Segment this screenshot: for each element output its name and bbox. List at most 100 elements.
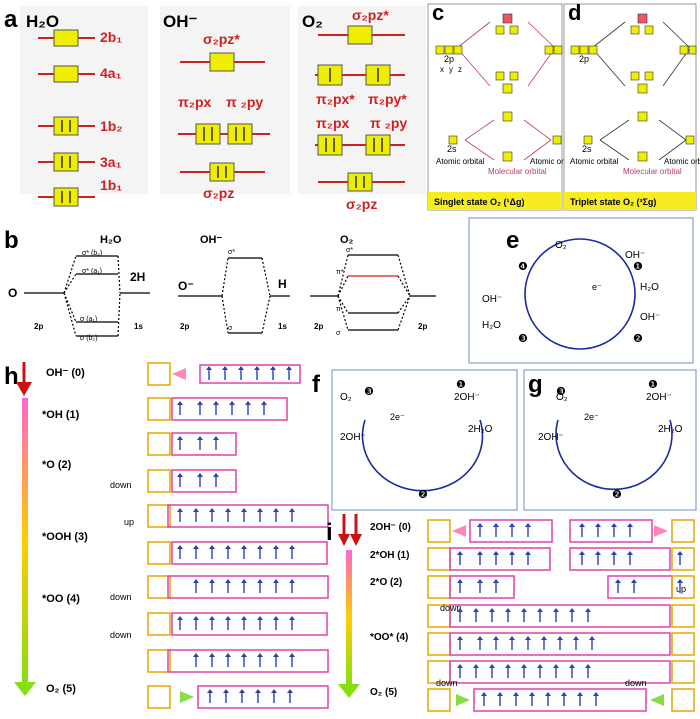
a-h2o-electrons <box>61 120 71 203</box>
spin-arrowhead <box>505 608 511 612</box>
f-two-oh-left: 2OH⁻ <box>340 432 366 443</box>
c-molecular: Molecular orbital <box>488 167 547 176</box>
d-molecular: Molecular orbital <box>623 167 682 176</box>
c-atomic-right: Atomic orbital <box>530 157 579 166</box>
c-z: z <box>458 65 462 74</box>
spin-arrowhead <box>177 508 183 512</box>
spin-arrowhead <box>677 579 683 583</box>
b-o2-sigma: σ <box>336 330 341 337</box>
spin-arrowhead <box>209 616 215 620</box>
f-step-3: ❸ <box>364 386 374 398</box>
e-frame <box>468 217 694 364</box>
a-o2-pistar-right: π₂py* <box>368 91 407 107</box>
spin-arrowhead <box>225 616 231 620</box>
spin-arrowhead <box>553 608 559 612</box>
e-oh-left: OH⁻ <box>482 294 502 305</box>
b-2p-o2-right: 2p <box>418 322 427 331</box>
c-y: y <box>449 65 453 74</box>
b-o2-pistar: π* <box>336 269 344 276</box>
g-cycle <box>555 419 673 491</box>
spin-arrowhead <box>225 545 231 549</box>
spin-arrowhead <box>241 653 247 657</box>
spin-arrowhead <box>493 551 499 555</box>
spin-arrowhead <box>209 653 215 657</box>
spin-arrowhead <box>457 551 463 555</box>
spin-arrowhead <box>489 664 495 668</box>
h-down-3: down <box>110 630 132 640</box>
f-two-oh-right: 2OH⁻ <box>454 392 480 403</box>
d-footer <box>564 192 696 210</box>
b-sig-a1b: σ (a₁) <box>80 316 97 323</box>
e-oh-right: OH⁻ <box>640 312 660 323</box>
f-step-2: ❷ <box>418 489 428 501</box>
b-oh-diagram <box>178 257 290 334</box>
f-two-e: 2e⁻ <box>390 412 405 422</box>
spin-arrowhead <box>239 689 245 693</box>
i-rows <box>427 519 695 712</box>
spin-arrowhead <box>207 689 213 693</box>
spin-arrowhead <box>509 636 515 640</box>
b-ominus: O⁻ <box>178 279 194 293</box>
spin-arrowhead <box>257 579 263 583</box>
h-state-3: *OOH (3) <box>42 531 88 543</box>
e-h2o-right: H₂O <box>640 282 659 293</box>
label-a: a <box>4 6 18 33</box>
d-2p: 2p <box>579 54 589 64</box>
e-step-1: ❶ <box>633 261 643 273</box>
spin-arrowhead <box>225 653 231 657</box>
i-gradient-bar <box>346 550 352 684</box>
b-2p-mid: 2p <box>180 322 189 331</box>
spin-arrowhead <box>225 508 231 512</box>
spin-arrowhead <box>289 545 295 549</box>
e-h2o-left: H₂O <box>482 320 501 331</box>
spin-arrowhead <box>579 551 585 555</box>
a-level-2b1: 2b₁ <box>100 29 122 45</box>
b-1s-left: 1s <box>134 322 143 331</box>
b-o2-sigstar: σ* <box>346 247 353 254</box>
spin-arrowhead <box>245 401 251 405</box>
spin-arrowhead <box>197 401 203 405</box>
c-atomic-left: Atomic orbital <box>436 157 485 166</box>
spin-arrowhead <box>569 664 575 668</box>
spin-arrowhead <box>473 664 479 668</box>
f-o2: O₂ <box>340 392 352 403</box>
spin-arrowhead <box>525 636 531 640</box>
spin-arrowhead <box>213 401 219 405</box>
spin-arrowhead <box>254 366 260 370</box>
b-2h: 2H <box>130 270 145 284</box>
g-step-3: ❸ <box>556 386 566 398</box>
f-cycle <box>361 419 484 492</box>
e-oh-top: OH⁻ <box>625 250 645 261</box>
spin-arrowhead <box>457 608 463 612</box>
spin-arrowhead <box>509 551 515 555</box>
panel-d: d 2p 2s Atomic orbital Molecular orbital… <box>563 0 700 211</box>
spin-arrowhead <box>213 436 219 440</box>
spin-arrowhead <box>481 692 487 696</box>
g-two-oh-right: 2OH⁻ <box>646 392 672 403</box>
a-level-1b1: 1b₁ <box>100 177 122 193</box>
a-level-3a1: 3a₁ <box>100 154 122 170</box>
c-x: x <box>440 65 444 74</box>
f-two-h2o: 2H₂O <box>468 424 493 435</box>
spin-arrowhead <box>223 689 229 693</box>
spin-arrowhead <box>238 366 244 370</box>
spin-arrowhead <box>241 579 247 583</box>
spin-arrowhead <box>457 664 463 668</box>
b-oh-title: OH⁻ <box>200 234 223 246</box>
g-step-2: ❷ <box>612 489 622 501</box>
b-oh-sigma: σ <box>228 325 233 332</box>
h-state-4: *OO (4) <box>42 593 80 605</box>
a-o2-top: σ₂pz* <box>352 7 389 23</box>
spin-arrowhead <box>193 508 199 512</box>
spin-arrowhead <box>595 523 601 527</box>
spin-arrowhead <box>579 523 585 527</box>
label-h: h <box>4 363 19 390</box>
b-o2-diagram <box>310 254 436 331</box>
b-h2o-title: H₂O <box>100 234 122 246</box>
spin-arrowhead <box>177 473 183 477</box>
spin-arrowhead <box>289 579 295 583</box>
i-state-2: 2*O (2) <box>370 577 402 588</box>
label-i: i <box>326 519 333 546</box>
spin-arrowhead <box>473 608 479 612</box>
h-down-1: down <box>110 480 132 490</box>
